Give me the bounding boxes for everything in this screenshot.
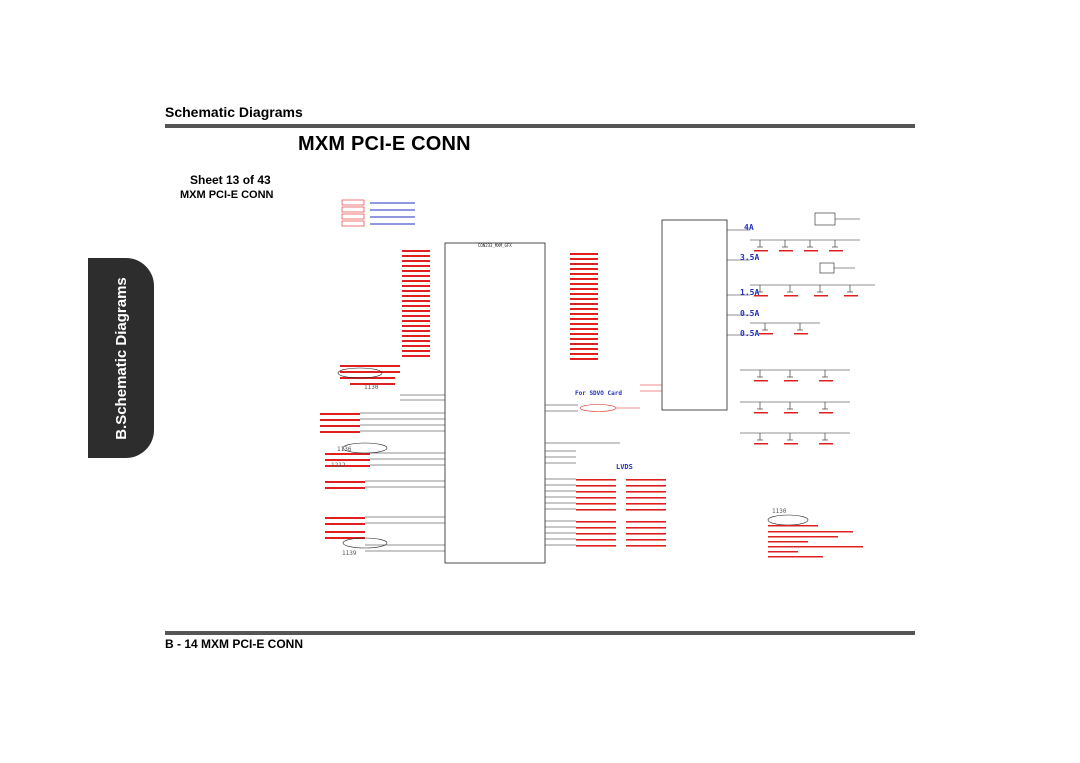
callout-number: 1130 <box>364 384 379 391</box>
lvds-label: LVDS <box>616 463 633 471</box>
side-tab-label-wrap: B.Schematic Diagrams <box>88 258 154 458</box>
power-current-labels: 4A 3.5A 1.5A 0.5A 0.5A <box>740 223 759 338</box>
callout-number: 1212 <box>331 462 346 469</box>
left-wires <box>360 394 445 552</box>
lvds-block: LVDS <box>616 463 633 471</box>
current-label: 0.5A <box>740 309 759 318</box>
side-tab[interactable] <box>88 258 154 458</box>
sheet-label: Sheet 13 of 43 <box>190 173 271 187</box>
bottom-right-net-list <box>768 525 863 558</box>
current-label: 3.5A <box>740 253 759 262</box>
callout-number: 1130 <box>772 508 787 515</box>
sdvo-block: For SDVO Card <box>545 390 640 412</box>
side-tab-label: B.Schematic Diagrams <box>112 276 130 440</box>
section-title: Schematic Diagrams <box>165 104 303 120</box>
callout-number: 1139 <box>342 550 357 557</box>
main-connector: CON233_MXM_GFX <box>444 242 546 564</box>
top-left-net-bus <box>370 202 415 225</box>
lower-middle-wires <box>545 442 620 546</box>
sdvo-label: For SDVO Card <box>575 390 622 397</box>
connector-right-pin-labels <box>570 253 598 360</box>
left-signal-stubs <box>320 365 400 539</box>
sheet-name: MXM PCI-E CONN <box>180 189 274 201</box>
power-connector <box>640 219 750 411</box>
schematic-diagram: CON233_MXM_GFX <box>320 199 875 564</box>
page-title: MXM PCI-E CONN <box>298 133 471 155</box>
cap-value-labels <box>754 250 858 445</box>
callout-numbers: 1130 1136 1212 1139 1130 <box>331 384 787 557</box>
lvds-wires <box>576 479 666 547</box>
top-left-net-labels <box>341 199 365 227</box>
current-label: 1.5A <box>740 288 759 297</box>
current-label: 4A <box>744 223 754 232</box>
connector-left-pin-labels <box>402 250 430 357</box>
connector-label: CON233_MXM_GFX <box>478 243 512 248</box>
bottom-divider <box>165 631 915 635</box>
callout-number: 1136 <box>337 446 352 453</box>
top-divider <box>165 124 915 128</box>
current-label: 0.5A <box>740 329 759 338</box>
footer-title: B - 14 MXM PCI-E CONN <box>165 637 304 651</box>
decoupling-caps <box>740 239 875 441</box>
regulator-block <box>814 212 860 274</box>
